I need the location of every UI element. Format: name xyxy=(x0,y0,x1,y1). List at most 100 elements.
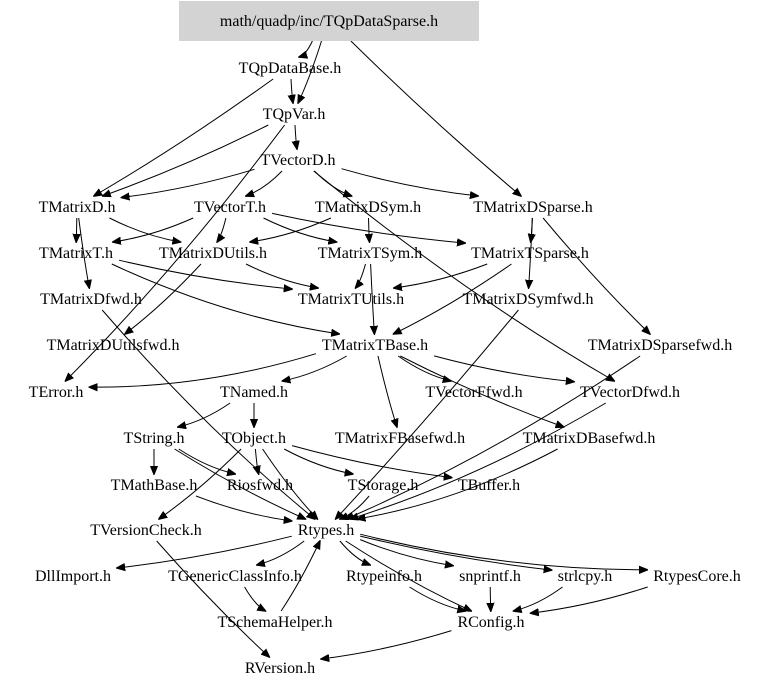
edge-matrixtsparse-to-matrixtbase xyxy=(394,263,512,334)
edge-qpdatabase-to-matrixd xyxy=(94,78,274,196)
node-genericclassinfo[interactable]: TGenericClassInfo.h xyxy=(168,568,302,585)
edge-root-to-qpvar xyxy=(298,40,322,103)
node-mathbase[interactable]: TMathBase.h xyxy=(111,477,198,494)
edge-matrixdfwd-to-rtypes xyxy=(101,309,315,519)
edge-rtypescore-to-rconfig xyxy=(531,586,648,613)
edge-matrixtbase-to-error xyxy=(89,353,317,387)
node-named[interactable]: TNamed.h xyxy=(220,384,288,401)
edge-rconfig-to-rversion xyxy=(321,630,452,659)
node-label: TError.h xyxy=(29,384,84,401)
node-matrixdutilsfwd[interactable]: TMatrixDUtilsfwd.h xyxy=(47,337,180,354)
edge-matrixdsymfwd-to-rtypes xyxy=(336,309,519,519)
node-matrixdsymfwd[interactable]: TMatrixDSymfwd.h xyxy=(462,291,593,308)
node-label: RtypesCore.h xyxy=(653,568,741,585)
node-label: TMatrixDUtilsfwd.h xyxy=(47,337,180,354)
node-riosfwd[interactable]: Riosfwd.h xyxy=(227,477,293,494)
node-root[interactable]: math/quadp/inc/TQpDataSparse.h xyxy=(179,1,479,41)
edge-matrixdsparse-to-matrixdsymfwd xyxy=(529,217,533,288)
node-versioncheck[interactable]: TVersionCheck.h xyxy=(90,522,202,539)
node-strlcpy[interactable]: strlcpy.h xyxy=(558,568,613,585)
edge-vectord-to-vectort xyxy=(246,170,283,196)
edge-matrixt-to-matrixtbase xyxy=(111,263,339,334)
node-object[interactable]: TObject.h xyxy=(222,430,286,447)
node-buffer[interactable]: TBuffer.h xyxy=(458,477,520,494)
node-rconfig[interactable]: RConfig.h xyxy=(457,614,524,631)
node-label: TMatrixDBasefwd.h xyxy=(523,430,656,447)
node-label: TVersionCheck.h xyxy=(90,522,202,539)
edge-object-to-riosfwd xyxy=(255,448,258,474)
node-schemahelper[interactable]: TSchemaHelper.h xyxy=(217,614,332,631)
node-matrixtsym[interactable]: TMatrixTSym.h xyxy=(318,245,422,262)
node-matrixdutils[interactable]: TMatrixDUtils.h xyxy=(159,245,267,262)
node-label: TMatrixTUtils.h xyxy=(298,291,404,308)
node-qpvar[interactable]: TQpVar.h xyxy=(263,106,326,123)
edge-genericclassinfo-to-schemahelper xyxy=(244,586,266,611)
node-label: math/quadp/inc/TQpDataSparse.h xyxy=(220,13,438,30)
node-storage[interactable]: TStorage.h xyxy=(348,477,419,494)
edge-vectort-to-matrixdutils xyxy=(217,217,227,242)
node-label: RConfig.h xyxy=(457,614,524,631)
node-string[interactable]: TString.h xyxy=(124,430,185,447)
edge-rtypes-to-genericclassinfo xyxy=(257,540,305,565)
node-matrixdfwd[interactable]: TMatrixDfwd.h xyxy=(40,291,142,308)
edge-vectord-to-matrixdsym xyxy=(314,170,351,196)
node-label: TMatrixDSparse.h xyxy=(473,199,593,216)
edge-strlcpy-to-rconfig xyxy=(514,586,563,611)
edge-object-to-buffer xyxy=(291,445,452,478)
edge-mathbase-to-rtypes xyxy=(195,495,292,521)
node-matrixt[interactable]: TMatrixT.h xyxy=(39,245,113,262)
node-vectorffwd[interactable]: TVectorFfwd.h xyxy=(425,384,522,401)
edge-vectord-to-matrixd xyxy=(121,168,255,197)
edge-matrixtbase-to-matrixfbasefwd xyxy=(377,355,397,427)
node-matrixdsym[interactable]: TMatrixDSym.h xyxy=(315,199,421,216)
node-label: TMatrixD.h xyxy=(39,199,116,216)
node-label: TQpVar.h xyxy=(263,106,326,123)
node-label: TMatrixDfwd.h xyxy=(40,291,142,308)
edge-root-to-qpdatabase xyxy=(299,40,313,57)
node-qpdatabase[interactable]: TQpDataBase.h xyxy=(239,60,342,77)
node-matrixd[interactable]: TMatrixD.h xyxy=(39,199,116,216)
edge-matrixtbase-to-vectordfwd xyxy=(433,355,574,382)
node-matrixtsparse[interactable]: TMatrixTSparse.h xyxy=(471,245,589,262)
node-matrixdbasefwd[interactable]: TMatrixDBasefwd.h xyxy=(523,430,656,447)
node-vectordfwd[interactable]: TVectorDfwd.h xyxy=(580,384,680,401)
node-rversion[interactable]: RVersion.h xyxy=(245,660,315,677)
node-label: TObject.h xyxy=(222,430,286,447)
node-label: TMatrixFBasefwd.h xyxy=(335,430,465,447)
node-error[interactable]: TError.h xyxy=(29,384,84,401)
edge-matrixtsym-to-matrixtutils xyxy=(356,263,366,288)
edge-rtypes-to-rconfig xyxy=(345,540,472,611)
node-label: Rtypes.h xyxy=(298,522,354,539)
node-rtypeinfo[interactable]: Rtypeinfo.h xyxy=(346,568,422,585)
node-matrixfbasefwd[interactable]: TMatrixFBasefwd.h xyxy=(335,430,465,447)
edge-matrixdsym-to-matrixdutils xyxy=(250,217,332,242)
edge-matrixdsparsefwd-to-rtypes xyxy=(346,355,641,519)
node-label: TQpDataBase.h xyxy=(239,60,342,77)
edge-matrixd-to-matrixdutils xyxy=(109,217,181,242)
edge-matrixt-to-matrixtutils xyxy=(118,259,292,289)
node-matrixdsparse[interactable]: TMatrixDSparse.h xyxy=(473,199,593,216)
node-label: TMatrixTSym.h xyxy=(318,245,422,262)
edge-matrixdbasefwd-to-rtypes xyxy=(357,448,558,519)
node-label: RVersion.h xyxy=(245,660,315,677)
edge-matrixdsym-to-matrixtsym xyxy=(369,217,370,242)
dependency-edges xyxy=(65,40,650,659)
edge-qpvar-to-error xyxy=(65,124,285,381)
node-vectord[interactable]: TVectorD.h xyxy=(260,152,335,169)
edge-named-to-string xyxy=(178,402,231,427)
node-vectort[interactable]: TVectorT.h xyxy=(194,199,266,216)
edge-storage-to-rtypes xyxy=(340,495,370,519)
edge-root-to-matrixdsparse xyxy=(350,40,521,196)
node-matrixdsparsefwd[interactable]: TMatrixDSparsefwd.h xyxy=(588,337,732,354)
edge-matrixd-to-matrixdfwd xyxy=(78,217,90,288)
node-snprintf[interactable]: snprintf.h xyxy=(459,568,521,585)
node-matrixtbase[interactable]: TMatrixTBase.h xyxy=(322,337,428,354)
node-label: TNamed.h xyxy=(220,384,288,401)
node-rtypes[interactable]: Rtypes.h xyxy=(298,522,354,539)
edge-qpvar-to-matrixd xyxy=(103,124,269,196)
edge-object-to-versioncheck xyxy=(159,448,242,519)
node-label: Riosfwd.h xyxy=(227,477,293,494)
node-dllimport[interactable]: DllImport.h xyxy=(35,568,111,585)
node-rtypescore[interactable]: RtypesCore.h xyxy=(653,568,741,585)
node-matrixtutils[interactable]: TMatrixTUtils.h xyxy=(298,291,404,308)
